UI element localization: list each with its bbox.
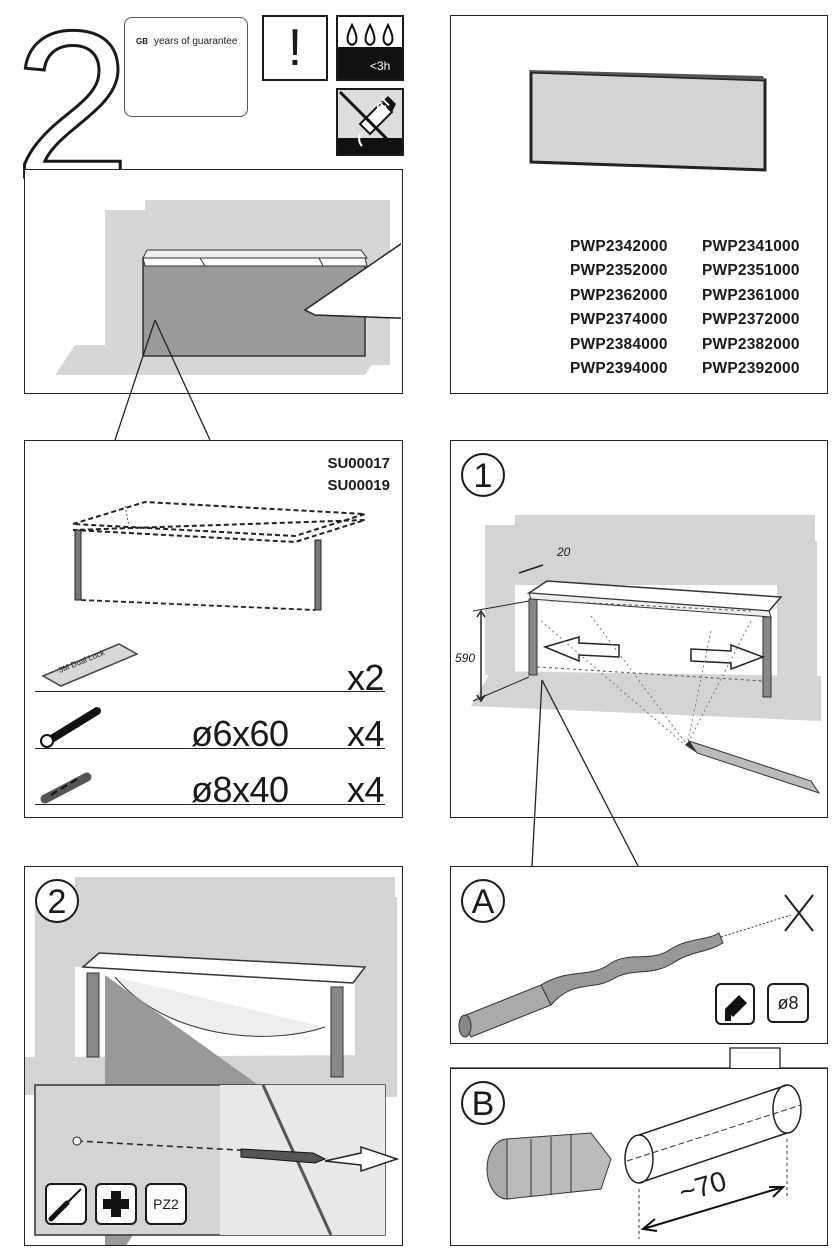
water-drops-icon (338, 22, 402, 79)
product-code: PWP2361000 (702, 286, 800, 304)
product-code: PWP2394000 (570, 360, 668, 378)
no-chlorine-icon: Cl (336, 88, 404, 156)
product-code-list: PWP2342000 PWP2352000 PWP2362000 PWP2374… (570, 235, 814, 381)
stepA-panel: A ø8 (450, 866, 828, 1044)
marking-illustration (471, 515, 821, 794)
part-codes: SU00017 SU00019 (327, 453, 390, 497)
part-code: SU00017 (327, 455, 390, 472)
parts-panel: SU00017 SU00019 3M Dual Lock x2 ø6x60 x4… (24, 440, 403, 818)
product-code-column-right: PWP2341000 PWP2351000 PWP2361000 PWP2372… (702, 235, 814, 381)
part-size: ø6x60 (191, 713, 289, 754)
part-code: SU00019 (327, 477, 390, 494)
frame-illustration (72, 500, 366, 611)
product-code: PWP2351000 (702, 262, 800, 280)
part-qty: x4 (347, 713, 385, 754)
product-code: PWP2374000 (570, 311, 668, 329)
drill-icon (715, 983, 755, 1025)
product-code-column-left: PWP2342000 PWP2352000 PWP2362000 PWP2374… (570, 235, 702, 381)
dual-lock-strip-icon (41, 643, 139, 687)
screw-icon (40, 707, 101, 748)
bathtub-overview-illustration (55, 200, 451, 375)
step-label-circle: A (461, 879, 505, 923)
drill-bit-illustration (458, 894, 814, 1038)
drying-time-label: <3h (370, 59, 391, 73)
phillips-head-icon (95, 1183, 137, 1225)
product-code: PWP2372000 (702, 311, 800, 329)
step1-detail-connector (531, 680, 639, 867)
step-label-circle: B (461, 1081, 505, 1125)
drying-time-icon: <3h (336, 15, 404, 81)
step2-panel: 2 PZ2 (24, 866, 403, 1246)
fixing-illustration (25, 877, 400, 1245)
overview-panel (24, 169, 451, 394)
parts-divider (35, 748, 385, 749)
cleaner-bottle-icon (338, 90, 402, 154)
step-number-circle: 2 (35, 879, 79, 923)
parts-divider (35, 804, 385, 805)
dim-offset: 20 (557, 545, 571, 559)
warning-mark: ! (287, 19, 303, 77)
step1-panel: 1 20 590 (450, 440, 828, 818)
product-code: PWP2384000 (570, 335, 668, 353)
product-code: PWP2352000 (570, 262, 668, 280)
stepB-panel: B ~70 (450, 1068, 828, 1246)
product-panel (450, 15, 828, 394)
stepAB-connector (450, 1047, 828, 1069)
guarantee-text: years of guarantee (154, 36, 238, 47)
product-code: PWP2382000 (702, 335, 800, 353)
detail-connector (114, 319, 211, 441)
dim-height: 590 (455, 651, 476, 665)
warning-icon: ! (262, 15, 328, 81)
screwdriver-icon (45, 1183, 87, 1225)
part-qty: x2 (347, 657, 385, 698)
wall-plug-illustration (486, 1084, 802, 1239)
product-code: PWP2341000 (702, 238, 800, 255)
product-code: PWP2392000 (702, 360, 800, 378)
wall-plug-icon (40, 772, 92, 804)
drill-size: ø8 (767, 983, 809, 1023)
power-drill-icon (725, 995, 747, 1021)
bath-panel-illustration (529, 70, 767, 172)
parts-divider (35, 691, 385, 692)
part-qty: x4 (347, 769, 385, 810)
cross-glyph-icon (103, 1191, 129, 1217)
part-size: ø8x40 (191, 769, 289, 810)
screwdriver-bit: PZ2 (145, 1183, 187, 1225)
product-code: PWP2362000 (570, 286, 668, 304)
screwdriver-glyph-icon (48, 1188, 82, 1222)
product-code: PWP2342000 (570, 238, 668, 255)
guarantee-box: GB years of guarantee (124, 17, 248, 117)
step-number-circle: 1 (461, 453, 505, 497)
guarantee-country: GB (136, 37, 148, 46)
